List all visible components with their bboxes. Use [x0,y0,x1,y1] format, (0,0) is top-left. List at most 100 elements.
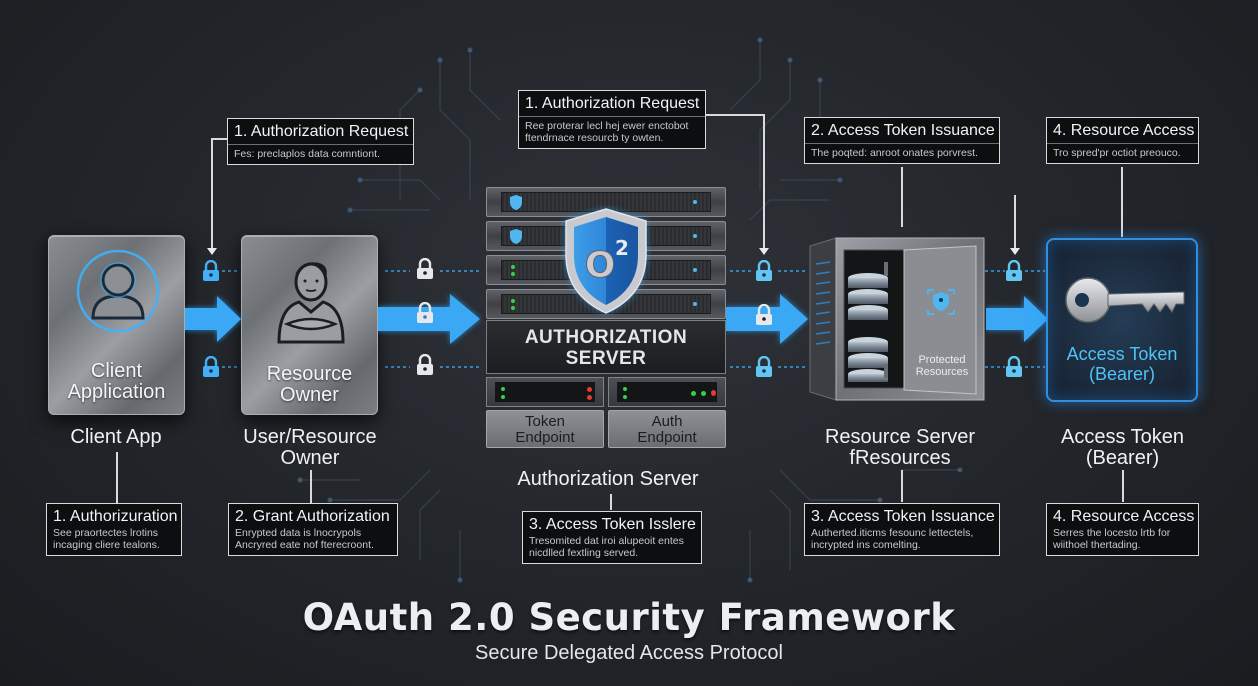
resource-server-vault[interactable]: Protected Resources [806,234,986,404]
callout-title: 1. Authorizuration [53,508,178,525]
lock-icon [756,356,772,377]
svg-text:2: 2 [615,236,629,260]
authorization-server-caption: Authorization Server [517,468,699,490]
caption-line: Access Token [1060,426,1185,448]
callout-desc: Serres the locesto lrtb for wiithoel the… [1047,527,1198,552]
lock-icon [203,260,219,281]
arrow-down-icon [207,248,217,255]
card-label-line: Resource [266,363,353,385]
lock-icon [1006,260,1022,281]
callout-desc: See praortectes lrotins incaging cliere … [47,527,181,552]
callout-bottom-1: 1. Authorizuration See praortectes lroti… [46,503,182,556]
callout-desc: Autherted.iticms fesounc lettectels, inc… [805,527,999,552]
callout-top-1: 1. Authorization Request Fes: preclaplos… [227,118,414,165]
caption-line: Resource Server [824,426,976,448]
vault-icon [809,237,985,401]
page-title: OAuth 2.0 Security Framework [302,596,956,639]
connector [610,494,612,510]
panel-label-line: SERVER [565,348,647,369]
callout-desc: Ree proterar lecl hej ewer enctobot ften… [519,116,705,145]
callout-top-2: 1. Authorization Request Ree proterar le… [518,90,706,149]
status-unit [608,377,726,407]
connector [901,167,903,227]
connector [763,114,765,250]
callout-title: 1. Authorization Request [234,123,409,140]
lock-icon [417,354,433,375]
callout-desc-line: incrypted ins comelting. [811,539,921,551]
resource-server-caption: Resource Server fResources [800,427,1000,469]
connector [310,470,312,504]
user-circle-icon [76,249,160,333]
client-application-card[interactable]: Client Application [48,235,185,415]
callout-top-4: 4. Resource Access Tro spred'pr octiot p… [1046,117,1199,164]
caption-line: fResources [849,447,951,469]
callout-desc-line: Serres the locesto lrtb for [1053,527,1171,539]
callout-desc-line: ftendrnace resourcb ty owten. [525,132,664,144]
lock-icon [1006,356,1022,377]
callout-desc-line: Ancryred eate nof fterecroont. [235,539,374,551]
card-label-line: Application [67,381,166,403]
vault-label: Protected Resources [912,354,972,378]
connector [901,470,903,502]
oauth-shield-badge-icon: O 2 [565,208,647,314]
callout-desc: Fes: preclaplos data comntiont. [228,144,413,161]
rack-unit [486,187,726,217]
shield-icon [510,229,522,244]
callout-desc: Tresomited dat iroi alupeoit entes nicdl… [523,535,701,560]
authorization-server-panel: AUTHORIZATION SERVER [486,320,726,374]
connector [1121,167,1123,237]
lock-icon [417,258,433,279]
callout-title: 2. Grant Authorization [235,508,390,525]
auth-endpoint[interactable]: Auth Endpoint [608,410,726,448]
callout-title: 3. Access Token Isslere [529,516,696,533]
connector [1122,470,1124,502]
shield-icon [510,195,522,210]
connector [1014,195,1016,250]
callout-title: 2. Access Token Issuance [811,122,995,139]
callout-bottom-5: 4. Resource Access Serres the locesto lr… [1046,503,1199,556]
endpoint-label-line: Token [524,413,566,430]
card-label: Client Application [49,361,184,403]
vault-label-line: Protected [918,354,966,366]
caption-line: Owner [280,447,340,469]
callout-desc-line: wiithoel thertading. [1053,539,1141,551]
card-label-line: Owner [280,384,339,406]
endpoint-label-line: Endpoint [637,429,697,446]
flow-arrow-icon [185,296,241,342]
callout-bottom-2: 2. Grant Authorization Enrypted data is … [228,503,398,556]
page-subtitle: Secure Delegated Access Protocol [475,642,783,664]
token-endpoint[interactable]: Token Endpoint [486,410,604,448]
callout-desc: Enrypted data is lnocrypols Ancryred eat… [229,527,397,552]
arrow-down-icon [759,248,769,255]
card-label: Resource Owner [242,364,377,406]
callout-desc-line: Ree proterar lecl hej ewer enctobot [525,120,689,132]
client-app-caption: Client App [70,426,162,448]
key-icon [1065,277,1185,323]
callout-bottom-4: 3. Access Token Issuance Autherted.iticm… [804,503,1000,556]
callout-desc: Tro spred'pr octiot preouco. [1047,143,1198,160]
panel-label-line: AUTHORIZATION [524,327,688,348]
callout-desc-line: Enrypted data is lnocrypols [235,527,362,539]
connector [212,138,227,140]
arrow-down-icon [1010,248,1020,255]
callout-title: 1. Authorization Request [525,95,700,112]
vault-label-line: Resources [915,366,969,378]
callout-bottom-3: 3. Access Token Isslere Tresomited dat i… [522,511,702,564]
access-token-card[interactable]: Access Token (Bearer) [1046,238,1198,402]
resource-owner-card[interactable]: Resource Owner [241,235,378,415]
callout-title: 4. Resource Access [1053,508,1195,525]
lock-icon [756,304,772,325]
connector [211,138,213,250]
connector [116,452,118,504]
resource-owner-caption: User/Resource Owner [230,427,390,469]
token-label-line: Access Token [1066,344,1178,364]
endpoint-label-line: Endpoint [515,429,575,446]
access-token-caption: Access Token (Bearer) [1040,427,1205,469]
callout-desc-line: Tresomited dat iroi alupeoit entes [529,535,684,547]
lock-icon [203,356,219,377]
card-label-line: Client [90,360,143,382]
callout-desc-line: incaging cliere tealons. [53,539,160,551]
callout-top-3: 2. Access Token Issuance The poqted: anr… [804,117,1000,164]
callout-desc: The poqted: anroot onates porvrest. [805,143,999,160]
caption-line: (Bearer) [1085,447,1160,469]
